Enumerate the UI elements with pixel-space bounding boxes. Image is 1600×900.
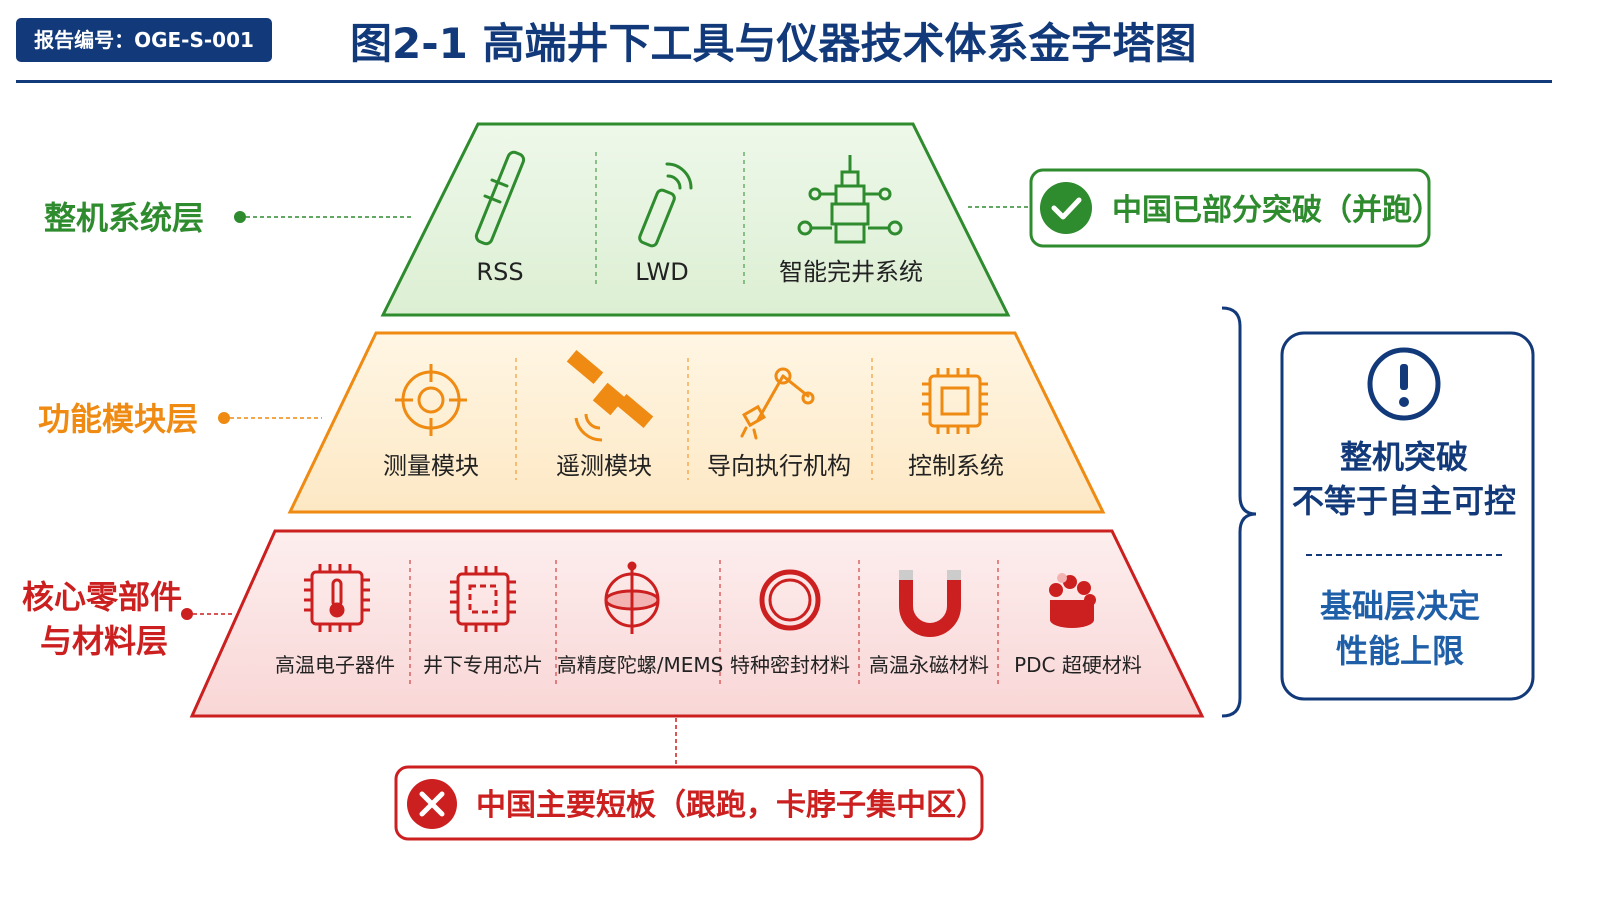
pdc-cutter-icon bbox=[1049, 573, 1096, 628]
top-layer-name: 整机系统层 bbox=[44, 199, 204, 237]
robot-arm-icon bbox=[740, 367, 815, 440]
top-tier-trapezoid bbox=[380, 122, 1011, 317]
bottom-item-label: 高温永磁材料 bbox=[869, 653, 989, 677]
top-layer-connector-dot bbox=[234, 211, 246, 223]
top-status-badge bbox=[1029, 168, 1431, 248]
bottom-layer-name-line1: 核心零部件 bbox=[22, 578, 182, 616]
middle-item-label: 测量模块 bbox=[383, 452, 479, 480]
exclamation-icon-dot bbox=[1399, 397, 1409, 407]
middle-item-label: 遥测模块 bbox=[556, 452, 652, 480]
cross-icon bbox=[419, 791, 445, 817]
check-icon-circle bbox=[1040, 182, 1092, 234]
exclamation-icon bbox=[1367, 347, 1441, 421]
chip-icon bbox=[450, 566, 516, 632]
middle-layer-name: 功能模块层 bbox=[38, 400, 198, 438]
check-icon bbox=[1051, 197, 1082, 220]
insight-line-3: 基础层决定 bbox=[1320, 587, 1480, 625]
gyroscope-icon bbox=[604, 561, 660, 634]
top-tier-separators bbox=[595, 152, 745, 285]
middle-layer-connector-dot bbox=[218, 412, 230, 424]
bottom-layer-name-line2: 与材料层 bbox=[40, 622, 168, 660]
insight-panel bbox=[1280, 331, 1535, 701]
middle-item-label: 导向执行机构 bbox=[707, 452, 851, 480]
magnet-icon bbox=[899, 570, 961, 637]
bottom-item-label: 特种密封材料 bbox=[730, 653, 850, 677]
page-title: 图2-1 高端井下工具与仪器技术体系金字塔图 bbox=[350, 19, 1197, 68]
middle-item-label: 控制系统 bbox=[908, 452, 1004, 480]
wireless-logging-tool-icon bbox=[638, 162, 693, 248]
thermometer-chip-icon bbox=[304, 564, 370, 632]
top-item-label: 智能完井系统 bbox=[779, 258, 923, 286]
bottom-item-label: PDC 超硬材料 bbox=[1014, 653, 1142, 677]
bottom-status-badge bbox=[394, 765, 984, 841]
title-divider bbox=[16, 80, 1552, 83]
processor-chip-icon bbox=[922, 368, 988, 434]
wellhead-valve-icon bbox=[797, 155, 903, 244]
bottom-item-label: 井下专用芯片 bbox=[423, 653, 543, 677]
rotary-steerable-tool-icon bbox=[474, 150, 526, 246]
target-crosshair-icon bbox=[395, 364, 467, 436]
report-number-badge: 报告编号：OGE-S-001 bbox=[16, 18, 272, 62]
bottom-status-text: 中国主要短板（跟跑，卡脖子集中区） bbox=[476, 788, 986, 823]
satellite-icon bbox=[566, 350, 654, 442]
bottom-tier-separators bbox=[409, 560, 999, 686]
insight-line-2: 不等于自主可控 bbox=[1292, 482, 1516, 520]
insight-line-4: 性能上限 bbox=[1336, 632, 1464, 670]
middle-tier-trapezoid bbox=[287, 331, 1106, 514]
top-item-label: LWD bbox=[635, 258, 688, 286]
bottom-item-label: 高温电子器件 bbox=[275, 653, 395, 677]
top-status-text: 中国已部分突破（并跑） bbox=[1112, 193, 1442, 228]
right-brace bbox=[1221, 306, 1257, 718]
bottom-item-label: 高精度陀螺/MEMS bbox=[557, 653, 724, 677]
insight-line-1: 整机突破 bbox=[1340, 438, 1468, 476]
exclamation-icon-bar bbox=[1400, 364, 1408, 390]
bottom-layer-connector-dot bbox=[181, 608, 193, 620]
seal-ring-icon bbox=[759, 569, 821, 631]
top-item-label: RSS bbox=[476, 258, 523, 286]
